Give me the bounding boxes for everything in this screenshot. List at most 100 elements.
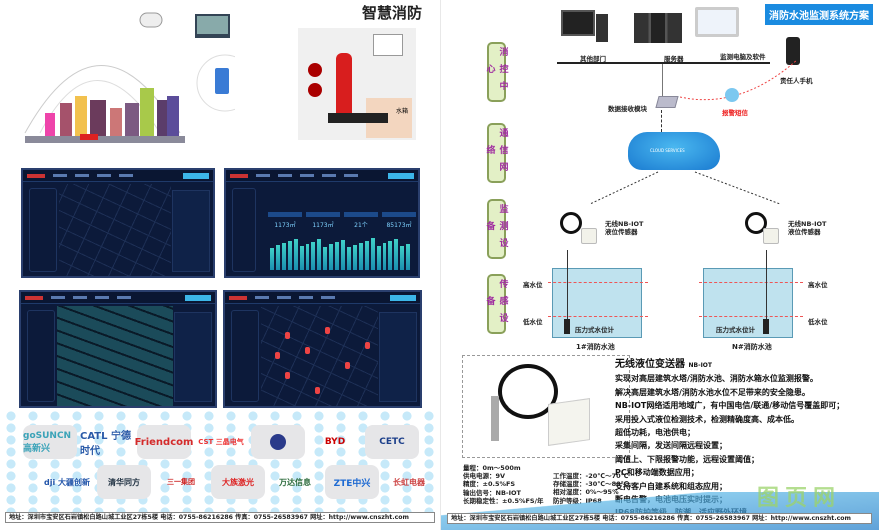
network-bus-line xyxy=(557,62,770,64)
bar xyxy=(270,247,274,270)
sensor-label-n: 无线NB-IOT 液位传感器 xyxy=(788,220,827,236)
feature-line: 支持客户自建系统和组态应用； xyxy=(615,481,727,491)
bar xyxy=(323,246,328,270)
label-receiver: 数据接收模块 xyxy=(608,105,647,113)
bar xyxy=(400,246,405,270)
bar xyxy=(364,240,369,270)
sensor-label-1: 无线NB-IOT 液位传感器 xyxy=(605,220,644,236)
logo-changhong: 长虹电器 xyxy=(393,477,425,487)
probe-icon xyxy=(491,396,499,441)
logo-friendcom: Friendcom xyxy=(135,425,193,459)
alarm-marker-icon[interactable] xyxy=(325,327,330,334)
stat-value: 1173㎡ xyxy=(312,222,334,229)
hydrant-icon xyxy=(336,53,352,113)
alarm-marker-icon[interactable] xyxy=(305,347,310,354)
dashboard-screenshot-alarm-map xyxy=(223,290,422,408)
center-divider xyxy=(440,0,441,530)
desktop-pc-icon xyxy=(561,10,595,36)
water-tank-n xyxy=(703,268,793,338)
label-high-n: 高水位 xyxy=(808,281,828,289)
bar xyxy=(358,242,363,270)
dashboard-screenshot-map xyxy=(21,168,215,278)
label-tank-n: N#消防水池 xyxy=(732,343,772,351)
label-other-dept: 其他部门 xyxy=(580,55,606,63)
spec-line: 精度：±0.5%FS xyxy=(463,480,516,489)
feature-line: 采用投入式液位检测技术，检测精确度高、成本低。 xyxy=(615,414,799,424)
logo-hans-laser: 大族激光 xyxy=(211,465,265,499)
sms-link-dashed xyxy=(680,59,798,101)
dashboard-screenshot-teal-map xyxy=(19,290,217,408)
cable-coil-icon xyxy=(498,364,558,419)
sensor-box-icon xyxy=(581,228,597,244)
label-tank-1: 1#消防水池 xyxy=(576,343,615,351)
alarm-marker-icon[interactable] xyxy=(365,342,370,349)
pc-tower-icon xyxy=(596,14,608,42)
city-iot-illustration xyxy=(20,8,254,143)
logo-cst: CST 三晶电气 xyxy=(198,438,244,446)
dashboard-screenshot-stats: 1173㎡ 1173㎡ 21个 85173㎡ xyxy=(224,168,420,278)
bar-chart xyxy=(270,238,411,270)
bar xyxy=(275,245,280,270)
alarm-marker-icon[interactable] xyxy=(285,332,290,339)
pipe-icon xyxy=(328,113,388,123)
alarm-marker-icon[interactable] xyxy=(345,362,350,369)
low-level-line xyxy=(548,316,648,317)
sensor-icon xyxy=(308,63,322,77)
partner-logos: goSUNCN 高新兴 CATL 宁德时代 Friendcom CST 三晶电气… xyxy=(20,425,430,505)
alarm-marker-icon[interactable] xyxy=(285,372,290,379)
sensor-cable-icon xyxy=(745,212,767,234)
layer-network: 通信网络 xyxy=(485,123,508,183)
alarm-marker-icon[interactable] xyxy=(315,387,320,394)
bar xyxy=(406,244,411,270)
transmitter-box-icon xyxy=(548,398,590,446)
spec-line: 存储温度：-30℃～80℃ xyxy=(553,480,629,489)
feature-line: 阈值上、下限报警功能，远程设置阈值； xyxy=(615,454,759,464)
bar xyxy=(305,243,310,270)
probe-cable xyxy=(567,250,568,320)
label-high-1: 高水位 xyxy=(523,281,543,289)
hydrant-illustration: 水箱 xyxy=(298,28,416,140)
high-level-line xyxy=(699,282,803,283)
bar xyxy=(281,243,286,270)
feature-line: NB-IOT网络适用地域广，有中国电信/联通/移动信号覆盖即可； xyxy=(615,401,845,411)
label-gauge-1: 压力式水位计 xyxy=(575,326,614,334)
monitor-icon xyxy=(373,34,403,56)
bar xyxy=(287,240,292,270)
logo-sany: 三一集团 xyxy=(167,478,195,486)
probe-cable xyxy=(766,250,767,320)
vertical-dashed-arrow xyxy=(661,110,662,132)
pressure-gauge-icon xyxy=(564,319,570,334)
logo-zte: ZTE中兴 xyxy=(325,465,379,499)
stat-value: 21个 xyxy=(354,222,368,229)
logo-tsinghua-tongfang: 清华同方 xyxy=(97,465,151,499)
label-sms: 报警短信 xyxy=(722,109,748,117)
bar xyxy=(293,238,298,270)
feature-line: 超低功耗，电池供电； xyxy=(615,428,695,438)
cloud-icon: CLOUD SERVICES xyxy=(628,132,720,170)
pressure-gauge-icon xyxy=(763,319,769,334)
low-level-line xyxy=(699,316,803,317)
label-low-1: 低水位 xyxy=(523,318,543,326)
layer-monitor-devices: 监测设备 xyxy=(485,199,508,259)
phone-icon xyxy=(786,37,800,65)
right-footer-contact: 地址：深圳市宝安区石岩镇松白路山城工业区27栋5楼 电话：0755-862162… xyxy=(447,513,872,524)
bar xyxy=(299,246,304,270)
product-name: 无线液位变送器 xyxy=(615,359,685,370)
feature-line: 采集间隔，发送间隔远程设置； xyxy=(615,441,727,451)
city-skyline-icon xyxy=(24,12,254,143)
bar xyxy=(376,245,381,270)
stat-value: 1173㎡ xyxy=(274,222,296,229)
alarm-marker-icon[interactable] xyxy=(275,352,280,359)
bar xyxy=(370,238,375,270)
label-gauge-n: 压力式水位计 xyxy=(716,326,755,334)
label-server: 服务器 xyxy=(664,55,684,63)
feature-line: PC和移动端数据应用； xyxy=(615,468,699,478)
vertical-link xyxy=(662,64,663,102)
receiver-module-icon xyxy=(655,96,679,108)
monitor-icon xyxy=(695,7,739,37)
feature-line: 实现对高层建筑水塔/消防水池、消防水箱水位监测报警。 xyxy=(615,374,818,384)
server-icon xyxy=(634,13,682,43)
left-panel: 智慧消防 水箱 1173㎡ 1173㎡ 21个 85173㎡ goSUNCN 高… xyxy=(0,4,440,523)
bar xyxy=(335,242,340,270)
label-monitor: 监测电脑及软件 xyxy=(720,53,766,61)
